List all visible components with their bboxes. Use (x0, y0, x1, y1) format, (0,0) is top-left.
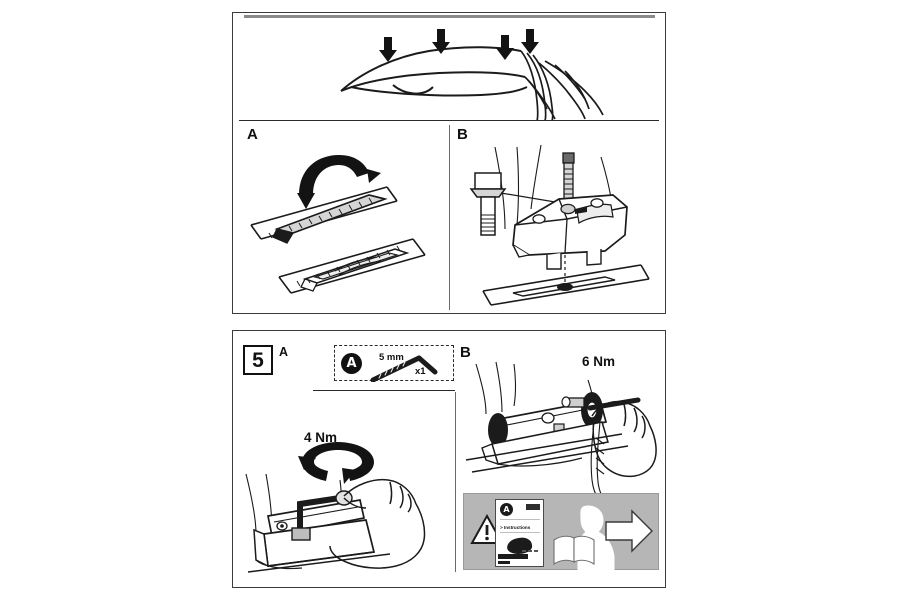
bolt-part (469, 172, 586, 236)
insert-bolt-illustration (469, 144, 650, 306)
allen-key-side (587, 397, 641, 411)
booklet-rule-1 (500, 519, 540, 520)
rail-slot-lower (512, 276, 616, 297)
arrow-right-icon (605, 509, 653, 553)
tool-size-label: 5 mm (379, 352, 404, 363)
booklet-footer-bar (498, 554, 528, 559)
booklet-heading: > Instructions (500, 525, 531, 530)
side-bolt (561, 396, 585, 408)
bottom-panel-label-b: B (460, 344, 471, 361)
person-reading-icon (553, 505, 615, 570)
instruction-booklet: A > Instructions (495, 499, 544, 567)
step-number: 5 (252, 348, 264, 372)
top-grey-rule (244, 15, 655, 18)
tighten-side-bolt-illustration (465, 361, 657, 499)
mount-point-arrows (379, 29, 539, 62)
torque-label-4nm: 4 Nm (304, 430, 338, 445)
remove-rail-cover-illustration (250, 155, 426, 294)
peel-arrow-icon (297, 155, 381, 209)
booklet-badge-icon: A (500, 503, 513, 516)
top-panel-label-a: A (247, 126, 258, 143)
rack-foot-body (512, 194, 628, 270)
top-frame-vertical-divider (449, 125, 451, 310)
tool-quantity-label: x1 (415, 366, 426, 377)
allen-key-icon (370, 355, 438, 382)
end-cap-left (488, 413, 508, 447)
step-number-box: 5 (243, 345, 273, 375)
rail-cover-strip (272, 194, 388, 244)
car-roof-overview-illustration (340, 29, 604, 121)
booklet-rule-2 (500, 532, 540, 533)
booklet-corner-tag (526, 504, 540, 510)
top-frame-horizontal-divider (239, 120, 659, 122)
hand-illustration (329, 478, 426, 569)
warning-triangle-icon (470, 514, 504, 544)
rack-foot-base (247, 519, 391, 573)
step-letter-a: A (279, 345, 289, 359)
read-instructions-notice-panel: A > Instructions (463, 493, 659, 570)
booklet-badge-letter: A (503, 504, 510, 514)
clockwise-rotation-arrow-icon (298, 442, 374, 484)
torque-label-6nm: 6 Nm (582, 354, 616, 369)
bottom-frame-horizontal-divider (313, 390, 455, 392)
booklet-product-image (506, 536, 533, 556)
booklet-dashes (522, 550, 540, 552)
tool-badge-letter: A (346, 356, 357, 371)
bottom-frame-vertical-divider (455, 392, 457, 572)
rack-bar (266, 499, 366, 537)
tool-badge-icon: A (341, 353, 362, 374)
open-book-icon (553, 535, 595, 566)
top-instruction-frame: A B (232, 12, 666, 314)
booklet-footer-bar-2 (498, 561, 510, 564)
tool-requirement-box: A 5 mm x1 (334, 345, 454, 382)
top-panel-label-b: B (457, 126, 468, 143)
tighten-centre-bolt-illustration (245, 442, 426, 573)
hand-illustration-side (591, 400, 657, 478)
